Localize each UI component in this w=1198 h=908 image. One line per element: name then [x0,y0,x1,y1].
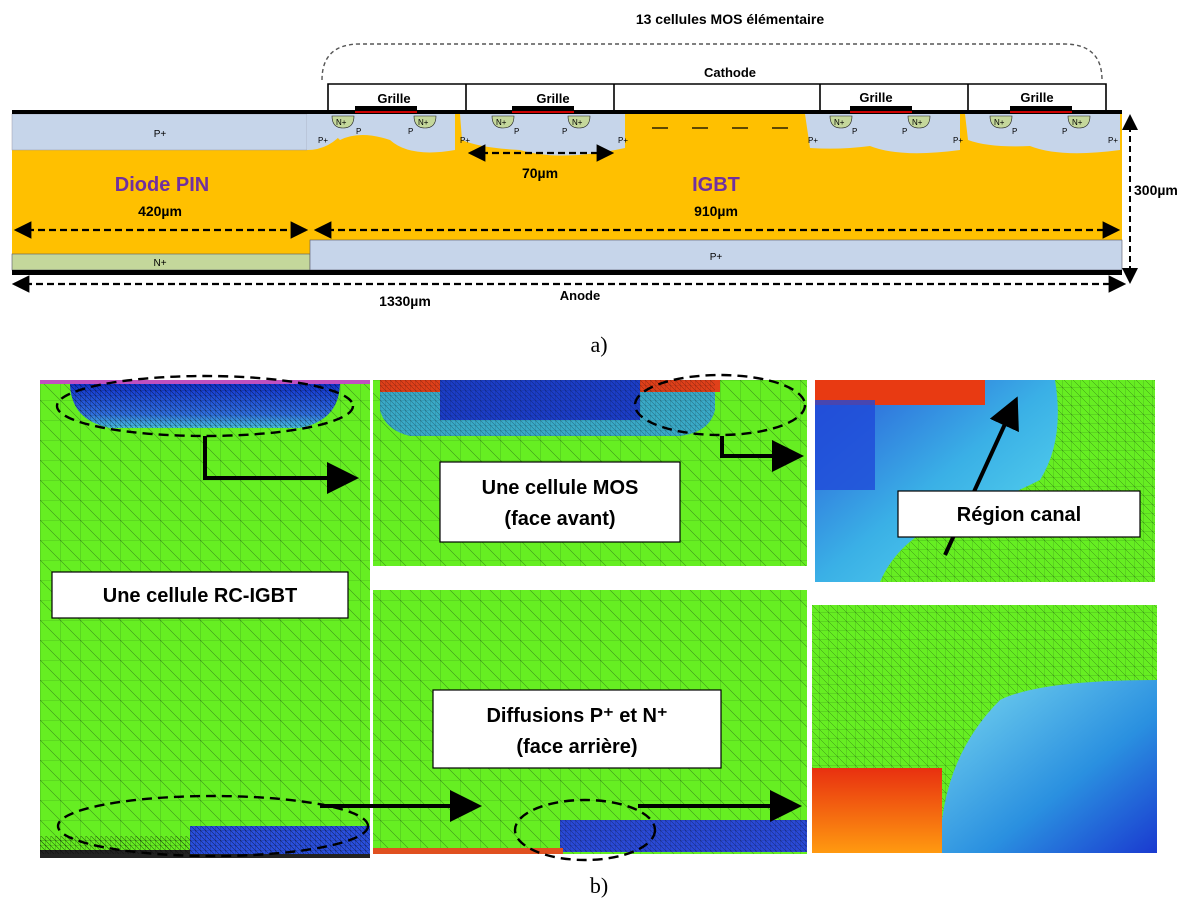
svg-text:P+: P+ [953,136,963,145]
svg-text:P+: P+ [618,136,628,145]
svg-text:N+: N+ [994,118,1005,127]
mos-label-line2: (face avant) [504,508,615,530]
rc-igbt-label: Une cellule RC-IGBT [103,585,297,607]
backside-corner-mesh [812,605,1157,853]
svg-text:N+: N+ [912,118,923,127]
svg-text:P: P [902,127,907,136]
cathode-label: Cathode [704,65,756,80]
panel-b-simulation-mesh: Une cellule RC-IGBT Une cellule MOS (fac… [40,373,1157,898]
svg-text:P: P [852,127,857,136]
mos-n-plus-wells [331,115,1091,129]
igbt-p-plus-label: P+ [710,252,723,263]
cathode-contacts [327,83,1107,112]
svg-text:P: P [356,127,361,136]
svg-text:N+: N+ [418,118,429,127]
svg-text:Grille: Grille [536,91,569,106]
diode-pin-label: Diode PIN [115,174,209,196]
pin-p-plus-region [11,113,308,151]
svg-text:P+: P+ [808,136,818,145]
svg-text:N+: N+ [496,118,507,127]
svg-text:N+: N+ [572,118,583,127]
igbt-label: IGBT [692,174,740,196]
svg-text:P: P [562,127,567,136]
svg-text:Grille: Grille [1020,90,1053,105]
diffusion-label-line2: (face arrière) [516,736,637,758]
svg-text:P: P [408,127,413,136]
caption-a: a) [590,332,607,357]
svg-text:N+: N+ [834,118,845,127]
diffusion-label-line1: Diffusions P⁺ et N⁺ [486,705,667,727]
dim-420-label: 420µm [138,203,182,219]
pin-p-plus-label: P+ [154,129,167,140]
svg-text:N+: N+ [336,118,347,127]
dim-70-label: 70µm [522,165,558,181]
svg-text:P+: P+ [1108,136,1118,145]
mos-p-plus-labels: P+ P+ P+ P+ P+ P+ [318,136,1118,145]
dim-1330-label: 1330µm [379,293,431,309]
igbt-p-plus-backside [309,239,1123,271]
diffusion-label-box: Diffusions P⁺ et N⁺ (face arrière) [432,689,722,769]
mos-n-plus-labels: N+ N+ N+ N+ N+ N+ N+ N+ [336,118,1083,127]
svg-text:N+: N+ [1072,118,1083,127]
panel-a-device-cross-section: 13 cellules MOS élémentaire P+ P+ P+ P+ … [11,11,1178,357]
mos-label-box: Une cellule MOS (face avant) [439,461,681,543]
svg-text:P+: P+ [460,136,470,145]
channel-label: Région canal [957,504,1081,526]
svg-text:P: P [1012,127,1017,136]
dim-910-label: 910µm [694,203,738,219]
svg-text:P: P [1062,127,1067,136]
highlight-ellipses [55,373,807,862]
anode-metallization [12,270,1122,275]
gate-labels: Grille Grille Grille Grille [377,90,1053,106]
mos-label-line1: Une cellule MOS [482,477,639,499]
dim-300-label: 300µm [1134,182,1178,198]
svg-text:Grille: Grille [859,90,892,105]
svg-text:P+: P+ [318,136,328,145]
rc-igbt-label-box: Une cellule RC-IGBT [51,571,349,619]
gates [355,106,1072,113]
pin-n-plus-label: N+ [153,258,166,269]
anode-label: Anode [560,288,600,303]
mos-p-labels: P P P P P P P P [356,127,1067,136]
channel-region-mesh [815,380,1155,582]
mos-cells-title: 13 cellules MOS élémentaire [636,11,825,27]
svg-text:Grille: Grille [377,91,410,106]
caption-b: b) [590,873,608,898]
svg-text:P: P [514,127,519,136]
channel-label-box: Région canal [897,490,1141,538]
